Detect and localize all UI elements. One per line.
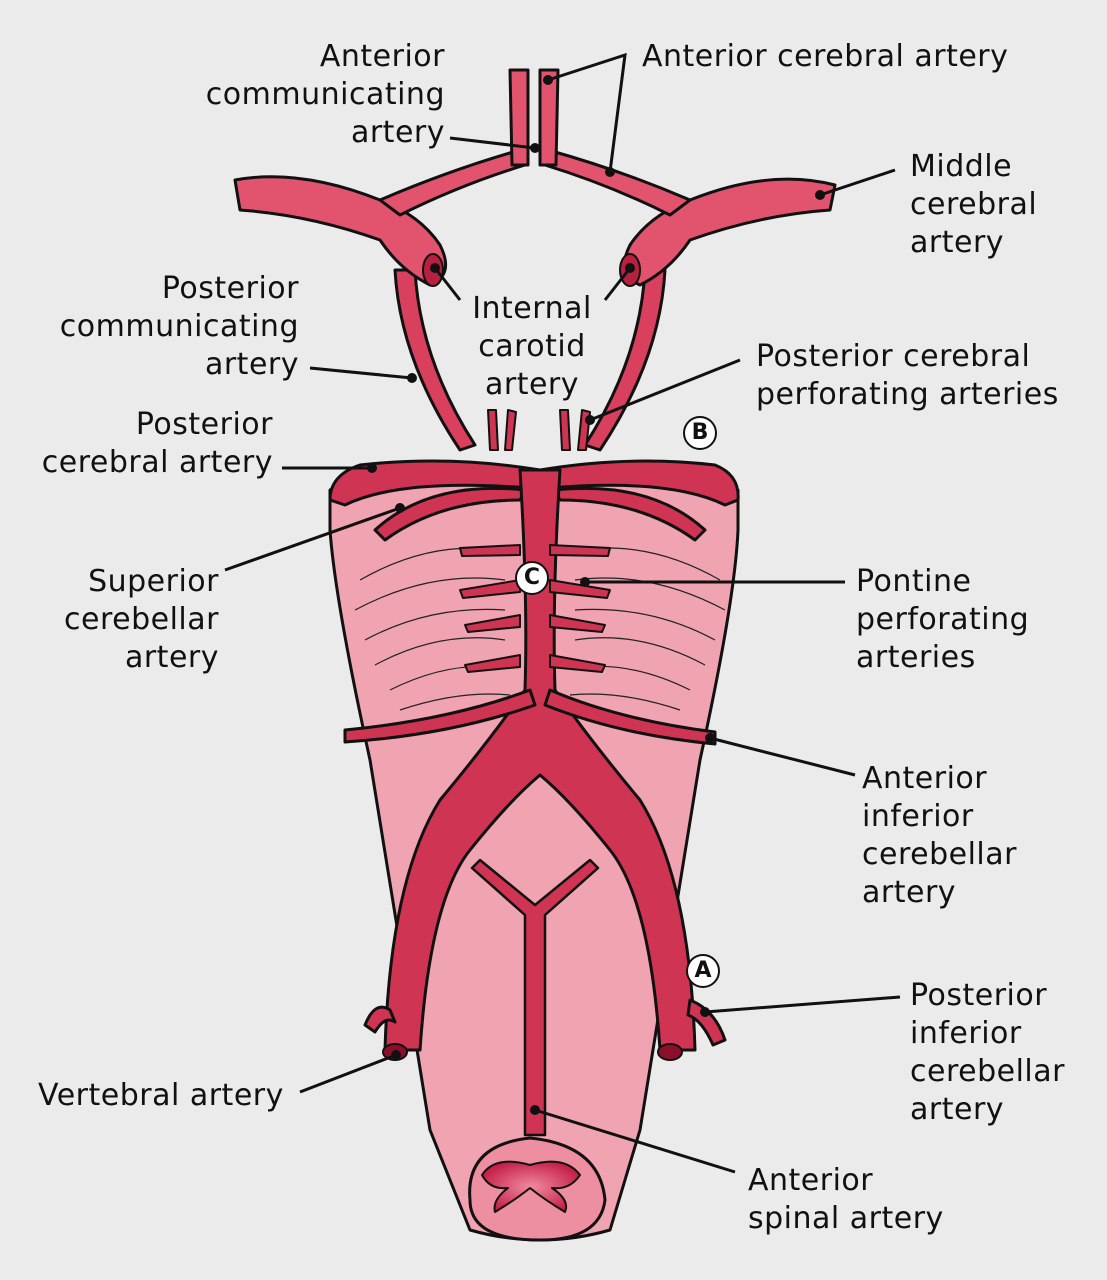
label-posterior-cerebral-perforating-arteries: Posterior cerebral perforating arteries [756, 339, 1059, 412]
grey-matter [481, 1160, 581, 1213]
label-anterior-communicating-artery: Anterior communicating artery [205, 39, 445, 150]
aica-left [343, 688, 537, 744]
label-superior-cerebellar-artery: Superior cerebellar artery [64, 564, 219, 675]
anterior-cerebral-artery-right [543, 148, 692, 217]
label-anterior-spinal-artery: Anterior spinal artery [748, 1163, 944, 1236]
leader-dots [367, 75, 825, 1115]
badge-c: C [515, 561, 549, 595]
badge-b: B [683, 416, 717, 450]
superior-cerebellar-artery-left [373, 486, 527, 542]
pica-left [363, 1005, 397, 1034]
vertebral-lumen-right [657, 1043, 683, 1061]
label-posterior-cerebral-artery: Posterior cerebral artery [41, 407, 273, 480]
posterior-cerebral-artery-left [328, 459, 542, 507]
badge-a: A [686, 954, 720, 988]
posterior-cerebral-perforators [487, 409, 591, 451]
label-anterior-inferior-cerebellar-artery: Anterior inferior cerebellar artery [862, 761, 1017, 910]
anterior-cerebral-trunk-left [508, 68, 530, 167]
anterior-cerebral-artery-left [378, 148, 527, 217]
leader-lines [224, 52, 901, 1174]
posterior-cerebral-artery-right [538, 459, 740, 507]
superior-cerebellar-artery-right [553, 486, 707, 542]
aica-right [543, 688, 717, 746]
anterior-spinal-branches [470, 858, 600, 1137]
pontine-perforating-branches [459, 544, 611, 673]
label-vertebral-artery: Vertebral artery [38, 1078, 284, 1113]
label-posterior-communicating-artery: Posterior communicating artery [59, 271, 299, 382]
label-internal-carotid-artery: Internal carotid artery [472, 291, 592, 402]
basilar-artery [383, 468, 697, 1052]
middle-cerebral-artery-left [233, 175, 448, 287]
label-anterior-cerebral-artery: Anterior cerebral artery [642, 39, 1009, 74]
anterior-cerebral-trunk-right [538, 68, 560, 167]
posterior-communicating-artery-left [393, 268, 477, 452]
label-pontine-perforating-arteries: Pontine perforating arteries [856, 564, 1030, 675]
label-posterior-inferior-cerebellar-artery: Posterior inferior cerebellar artery [910, 978, 1065, 1127]
label-middle-cerebral-artery: Middle cerebral artery [910, 149, 1038, 260]
